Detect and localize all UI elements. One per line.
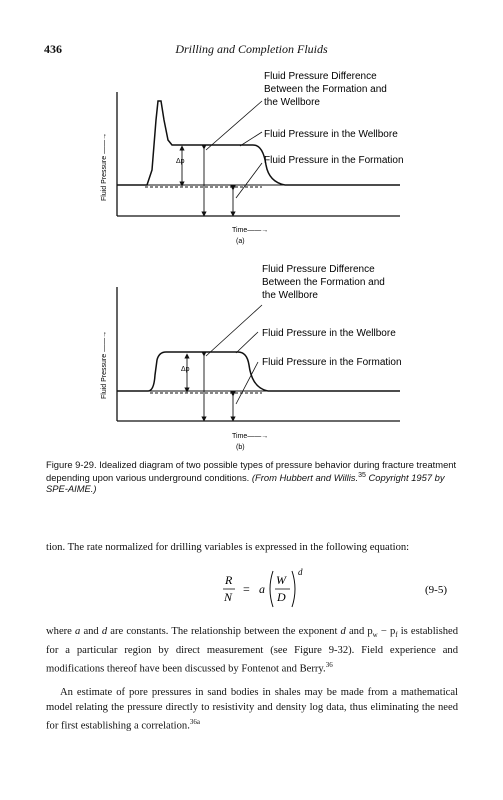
panel-b-x-label: Time——→ (232, 433, 268, 440)
caption-source-tail: Copyright 1957 by SPE-AIME.) (46, 472, 445, 495)
panel-b-y-label: Fluid Pressure ——→ (101, 331, 108, 399)
page-number: 436 (44, 42, 62, 56)
panel-a-leader-diff (205, 100, 263, 151)
p3-ref: 36a (189, 718, 200, 726)
panel-b-tag: (b) (236, 444, 245, 451)
body-paragraph-2: where a and d are constants. The relatio… (46, 624, 458, 677)
running-head: Drilling and Completion Fluids (175, 42, 328, 56)
panel-b-label-formation: Fluid Pressure in the Formation (262, 357, 402, 368)
panel-a-pressure-curve (117, 100, 400, 186)
panel-a: Δp Fluid Pressure Difference Between the… (101, 71, 404, 245)
panel-a-tag: (a) (236, 238, 245, 245)
p2-seg-f: is established for a particular region b… (46, 626, 458, 675)
eq-W: W (276, 573, 287, 587)
p2-seg-e: − p (377, 626, 396, 637)
p2-seg-c: are constants. The relationship between … (107, 626, 341, 637)
p2-seg-d: and p (345, 626, 373, 637)
panel-a-label-diff-2: Between the Formation and (264, 84, 387, 95)
panel-a-label-diff-3: the Wellbore (264, 97, 320, 108)
panel-a-label-formation: Fluid Pressure in the Formation (264, 155, 404, 166)
figure-caption: Figure 9-29. Idealized diagram of two po… (46, 459, 458, 494)
panel-b-label-diff-1: Fluid Pressure Difference (262, 264, 375, 275)
panel-a-y-label: Fluid Pressure ——→ (101, 133, 108, 201)
caption-source: (From Hubbert and Willis. (251, 472, 359, 484)
p2-var-d: d (101, 626, 108, 637)
panel-a-leader-formation (235, 162, 263, 199)
eq-exponent: d (298, 567, 303, 577)
body-paragraph-3: An estimate of pore pressures in sand bo… (46, 685, 458, 734)
caption-source-ref: 35 (358, 472, 366, 479)
p2-sub-f: f (395, 631, 398, 640)
eq-left-paren (269, 570, 274, 608)
body-paragraph-1: tion. The rate normalized for drilling v… (46, 542, 410, 553)
p2-var-d2: d (340, 626, 346, 637)
panel-a-x-label: Time——→ (232, 227, 268, 234)
panel-b-delta-p: Δp (181, 366, 190, 373)
eq-right-paren (291, 570, 296, 608)
panel-a-delta-p: Δp (176, 158, 185, 165)
p2-var-a: a (75, 626, 81, 637)
panel-b-leader-wellbore (235, 331, 259, 354)
eq-equals: = (243, 582, 250, 596)
p2-seg-b: and (80, 626, 102, 637)
panel-b-leader-formation (235, 361, 259, 405)
p2-sub-w: w (372, 631, 378, 640)
p2-seg-a: where (46, 626, 76, 637)
p2-ref: 36 (325, 661, 333, 670)
eq-lhs-num: R (224, 573, 233, 587)
panel-a-label-diff-1: Fluid Pressure Difference (264, 71, 377, 82)
eq-a: a (259, 582, 265, 596)
panel-b-pressure-curve (117, 351, 400, 392)
panel-b-label-diff-2: Between the Formation and (262, 277, 385, 288)
eq-lhs-den: N (223, 590, 233, 604)
panel-a-leader-wellbore (239, 131, 263, 147)
panel-b: Δp Fluid Pressure Difference Between the… (101, 264, 402, 451)
panel-b-label-diff-3: the Wellbore (262, 290, 318, 301)
eq-number: (9-5) (425, 584, 447, 596)
p3-text: An estimate of pore pressures in sand bo… (46, 687, 458, 732)
caption-main: Figure 9-29. Idealized diagram of two po… (46, 459, 457, 484)
panel-b-label-wellbore: Fluid Pressure in the Wellbore (262, 328, 396, 339)
panel-a-label-wellbore: Fluid Pressure in the Wellbore (264, 129, 398, 140)
panel-b-leader-diff (205, 304, 263, 357)
eq-D: D (276, 590, 286, 604)
